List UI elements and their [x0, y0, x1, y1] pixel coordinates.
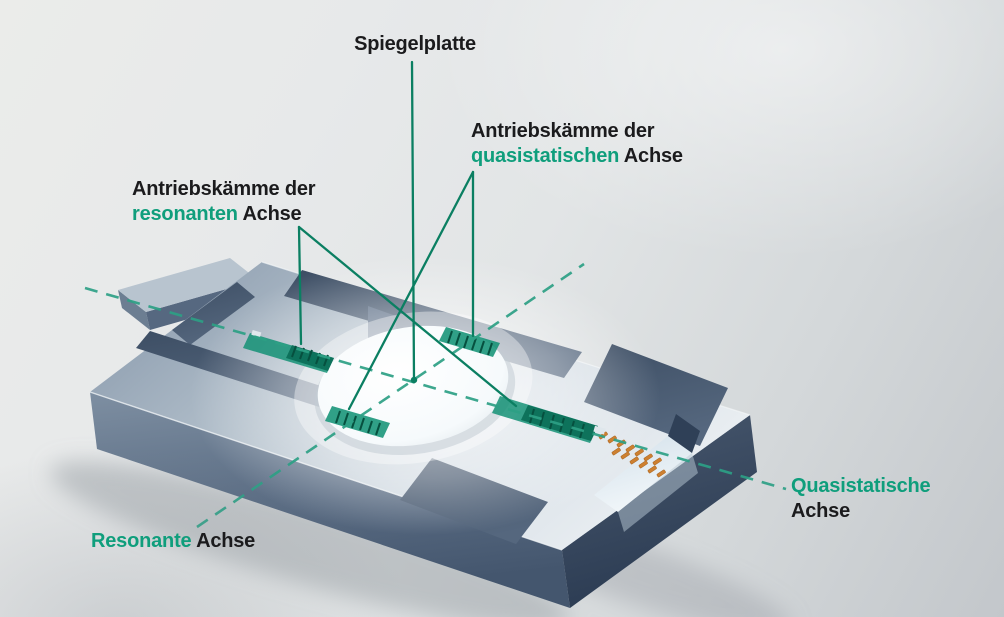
label-quasistatische-achse: Quasistatische Achse	[791, 474, 931, 524]
bond-pads	[598, 431, 666, 478]
label-rest: Achse	[623, 145, 683, 167]
label-line: resonanten Achse	[132, 202, 315, 227]
quasistatic-axis-dashed-line	[84, 286, 787, 491]
label-antriebskaemme-quasistatisch: Antriebskämme der quasistatischen Achse	[471, 119, 683, 169]
label-rest: Achse	[196, 530, 256, 552]
chip-front-right-face	[562, 415, 757, 608]
label-highlight: Quasistatische	[791, 475, 931, 497]
comb-bottom-left	[325, 406, 390, 438]
label-antriebskaemme-resonant: Antriebskämme der resonanten Achse	[132, 177, 316, 227]
label-line: Antriebskämme der	[132, 178, 316, 200]
leader-lines	[297, 60, 518, 411]
drive-combs	[243, 327, 606, 443]
label-rest: Achse	[791, 500, 851, 522]
label-spiegelplatte-text: Spiegelplatte	[354, 33, 476, 55]
pad-recess-lip	[618, 453, 698, 532]
leader-reso-comb-left	[297, 225, 303, 346]
leader-quasi-comb-lower	[347, 170, 475, 411]
comb-upper-middle	[439, 327, 500, 357]
slot-upper-left	[172, 282, 255, 345]
leader-endpoint-dot	[410, 376, 418, 384]
label-highlight: quasistatischen	[471, 145, 620, 167]
label-rest: Achse	[242, 203, 302, 225]
pad-recess-wall	[668, 414, 700, 453]
label-highlight: Resonante	[91, 530, 192, 552]
leader-spiegelplatte	[410, 60, 416, 381]
label-resonante-achse: Resonante Achse	[91, 529, 255, 554]
label-line: Antriebskämme der	[471, 120, 655, 142]
leader-reso-comb-right	[297, 225, 518, 408]
label-highlight: resonanten	[132, 203, 238, 225]
label-spiegelplatte: Spiegelplatte	[335, 32, 495, 57]
comb-left	[243, 329, 334, 373]
axes	[84, 262, 787, 529]
resonant-axis-dashed-line	[196, 262, 585, 529]
label-line: quasistatischen Achse	[471, 144, 683, 169]
